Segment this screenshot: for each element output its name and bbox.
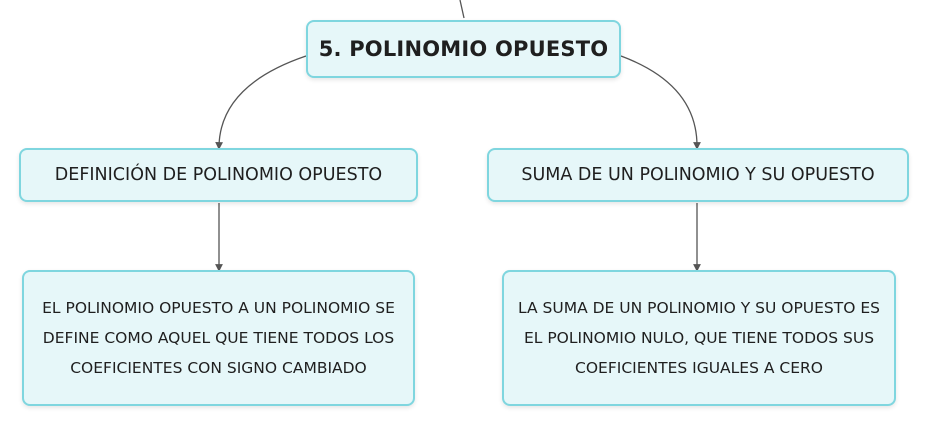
sum-detail-node[interactable]: LA SUMA DE UN POLINOMIO Y SU OPUESTO ES … bbox=[502, 270, 896, 406]
definition-detail-text: EL POLINOMIO OPUESTO A UN POLINOMIO SE D… bbox=[42, 299, 395, 377]
root-topic-node[interactable]: 5. POLINOMIO OPUESTO bbox=[306, 20, 621, 78]
definition-topic-label: DEFINICIÓN DE POLINOMIO OPUESTO bbox=[54, 165, 383, 185]
connector-root-to-sum bbox=[620, 55, 701, 150]
sum-topic-label: SUMA DE UN POLINOMIO Y SU OPUESTO bbox=[521, 165, 875, 185]
sum-detail-text: LA SUMA DE UN POLINOMIO Y SU OPUESTO ES … bbox=[517, 299, 880, 377]
incoming-connector bbox=[459, 0, 465, 19]
definition-topic-node[interactable]: DEFINICIÓN DE POLINOMIO OPUESTO bbox=[19, 148, 418, 202]
definition-detail-node[interactable]: EL POLINOMIO OPUESTO A UN POLINOMIO SE D… bbox=[22, 270, 415, 406]
connector-root-to-definition bbox=[215, 55, 307, 150]
root-topic-title: 5. POLINOMIO OPUESTO bbox=[318, 37, 609, 61]
sum-topic-node[interactable]: SUMA DE UN POLINOMIO Y SU OPUESTO bbox=[487, 148, 909, 202]
